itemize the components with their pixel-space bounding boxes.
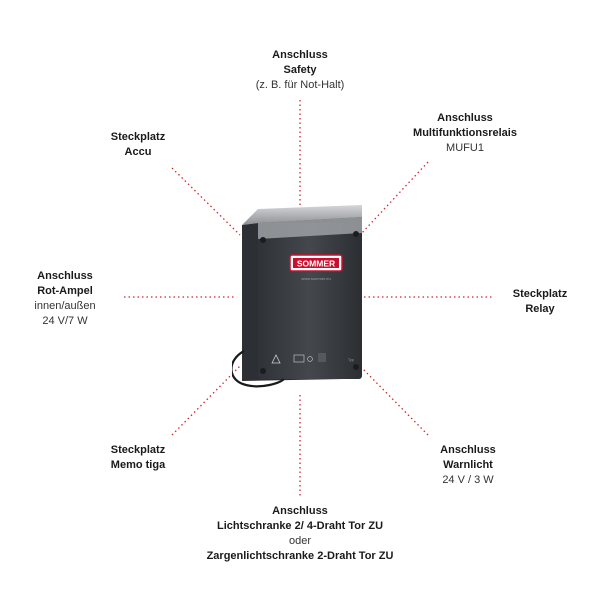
label-accu: Steckplatz Accu [98,130,178,160]
label-rot-ampel-note: innen/außen [34,300,96,312]
label-accu-title: Steckplatz [110,131,166,143]
label-safety-name: Safety [283,64,317,76]
svg-text:Typ: Typ [348,358,354,362]
label-memo-name: Memo tiga [110,459,166,471]
label-rot-ampel-power: 24 V/7 W [42,315,88,327]
label-warnlicht-power: 24 V / 3 W [442,474,494,486]
connector-memo [171,365,241,436]
label-warnlicht-name: Warnlicht [443,459,493,471]
label-rot-ampel: Anschluss Rot-Ampel innen/außen 24 V/7 W [20,269,110,329]
label-relay: Steckplatz Relay [495,287,585,317]
label-safety: Anschluss Safety (z. B. für Not-Halt) [240,48,360,93]
label-multifunktion-title: Anschluss [437,112,493,124]
label-lichtschranke-title: Anschluss [272,505,328,517]
label-safety-title: Anschluss [272,49,328,61]
label-rot-ampel-title: Anschluss [37,270,93,282]
label-rot-ampel-name: Rot-Ampel [37,285,93,297]
connector-warnlicht [359,365,429,436]
label-lichtschranke-or: oder [288,535,312,547]
label-memo: Steckplatz Memo tiga [93,443,183,473]
control-unit-housing: SOMMER www.sommer.eu Typ [232,205,362,388]
label-warnlicht: Anschluss Warnlicht 24 V / 3 W [423,443,513,488]
label-multifunktion: Anschluss Multifunktionsrelais MUFU1 [405,111,525,156]
label-warnlicht-title: Anschluss [440,444,496,456]
label-lichtschranke-alt: Zargenlichtschranke 2-Draht Tor ZU [206,550,394,562]
label-lichtschranke-name: Lichtschranke 2/ 4-Draht Tor ZU [216,520,384,532]
label-lichtschranke: Anschluss Lichtschranke 2/ 4-Draht Tor Z… [180,504,420,564]
connector-accu [171,167,241,236]
label-relay-title: Steckplatz [512,288,568,300]
website-text: www.sommer.eu [301,276,330,281]
label-accu-name: Accu [124,146,152,158]
label-memo-title: Steckplatz [110,444,166,456]
label-multifunktion-note: MUFU1 [446,142,484,154]
connector-multifunktion [359,161,429,236]
label-multifunktion-name: Multifunktionsrelais [413,127,517,139]
label-safety-note: (z. B. für Not-Halt) [255,79,345,91]
label-relay-name: Relay [525,303,555,315]
brand-logo: SOMMER [297,259,335,269]
